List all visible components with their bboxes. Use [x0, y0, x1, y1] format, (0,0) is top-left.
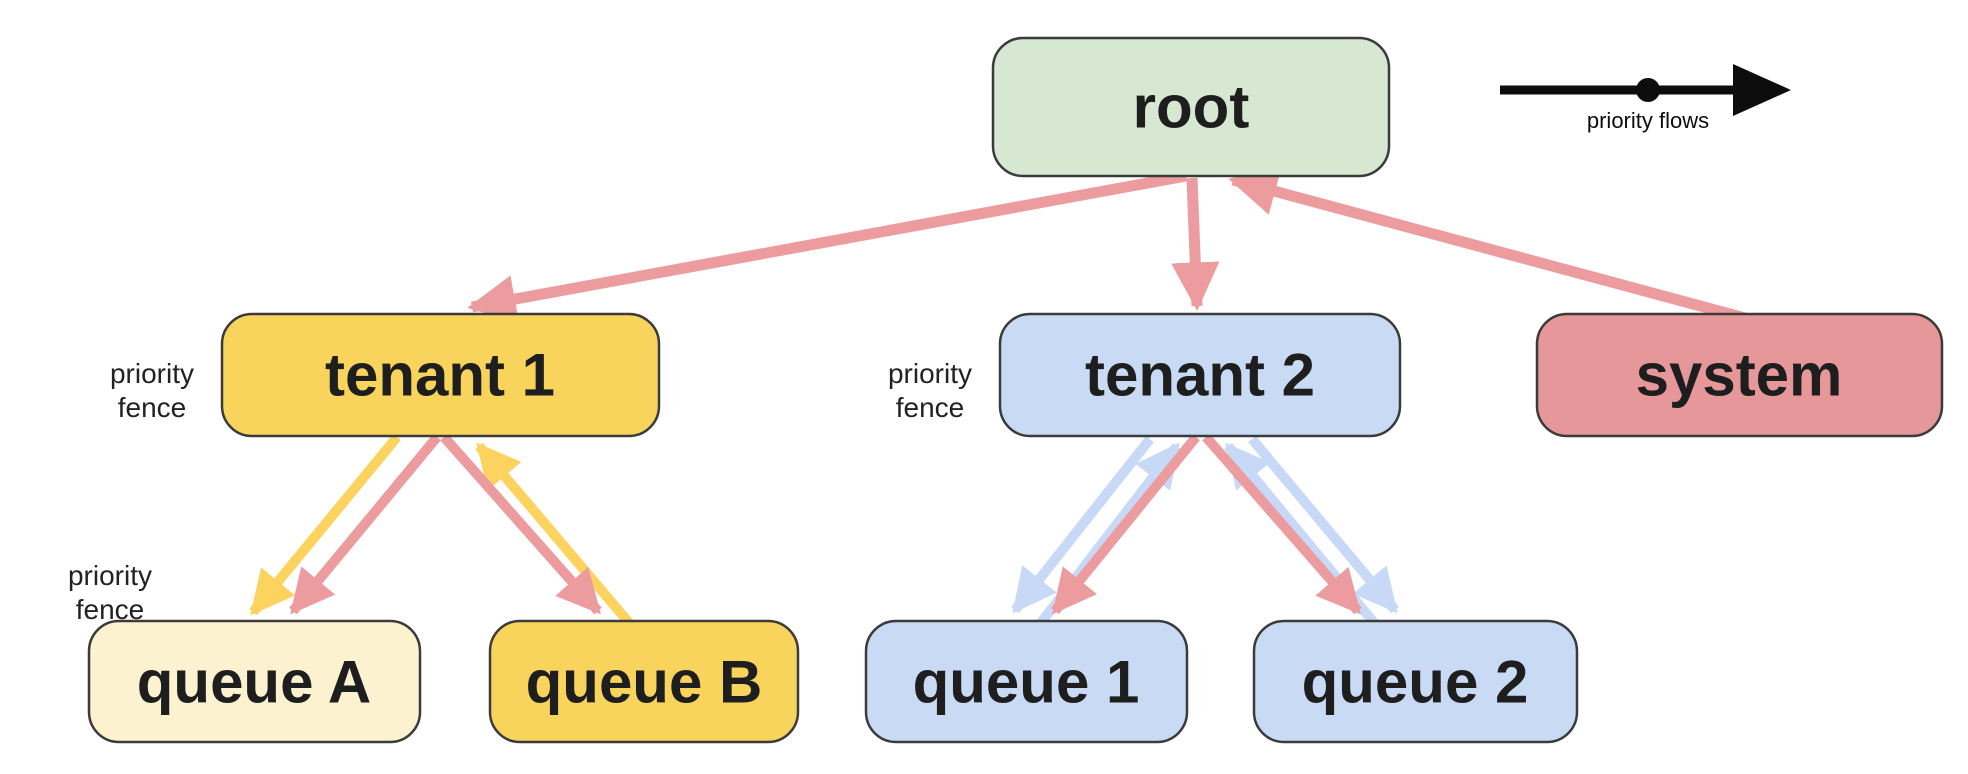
- legend-arrow-dot: [1636, 78, 1660, 102]
- fence-label-queueA-line1: priority: [68, 560, 152, 591]
- node-queueB: queue B: [488, 619, 800, 744]
- edge-tenant2-to-queue2-pink: [1202, 433, 1362, 615]
- node-queueB-box: [488, 619, 800, 744]
- edge-tenant1-to-queueB-pink: [440, 433, 602, 615]
- legend: priority flows: [1500, 64, 1791, 133]
- edge-queueB-to-tenant1-yellow: [475, 442, 634, 628]
- fence-label-tenant2-line2: fence: [896, 392, 965, 423]
- node-system-label: system: [1636, 342, 1843, 409]
- node-queueA-label: queue A: [137, 649, 371, 716]
- node-queueA: queue A: [87, 619, 422, 744]
- node-root-label: root: [1133, 74, 1250, 141]
- node-queue1-box: [864, 619, 1189, 744]
- node-tenant2: tenant 2: [998, 312, 1402, 438]
- edges-pink: [289, 167, 1747, 615]
- fence-label-tenant1-line1: priority: [110, 358, 194, 389]
- edge-root-to-tenant2-pink: [1171, 177, 1220, 311]
- fence-label-queueA: priority fence: [68, 560, 152, 625]
- edge-tenant2-to-queue2-blue: [1248, 435, 1399, 614]
- legend-arrowhead-icon: [1733, 64, 1791, 116]
- edge-tenant1-to-queueA-yellow: [249, 433, 401, 616]
- node-queue2-box: [1252, 619, 1579, 744]
- edge-system-to-root-pink: [1228, 167, 1747, 324]
- node-tenant1-label: tenant 1: [325, 342, 555, 409]
- edge-tenant2-to-queue1-blue: [1011, 435, 1154, 614]
- edge-queue2-to-tenant2-blue: [1224, 442, 1379, 628]
- node-tenant1-box: [220, 312, 661, 438]
- fence-label-tenant1-line2: fence: [118, 392, 187, 423]
- node-tenant2-label: tenant 2: [1085, 342, 1315, 409]
- node-tenant2-box: [998, 312, 1402, 438]
- node-system: system: [1535, 312, 1944, 438]
- node-queue1: queue 1: [864, 619, 1189, 744]
- fence-label-tenant1: priority fence: [110, 358, 194, 423]
- node-tenant1: tenant 1: [220, 312, 661, 438]
- node-root: root: [991, 36, 1391, 178]
- node-queueA-box: [87, 619, 422, 744]
- node-queue1-label: queue 1: [913, 649, 1140, 716]
- edge-root-to-tenant1-pink: [467, 170, 1187, 323]
- node-queue2: queue 2: [1252, 619, 1579, 744]
- edge-tenant2-to-queue1-pink: [1051, 433, 1200, 615]
- node-system-box: [1535, 312, 1944, 438]
- legend-label: priority flows: [1587, 108, 1709, 133]
- fence-label-queueA-line2: fence: [76, 594, 145, 625]
- edges-yellow: [249, 433, 634, 628]
- fence-label-tenant2: priority fence: [888, 358, 972, 423]
- fence-label-tenant2-line1: priority: [888, 358, 972, 389]
- node-queueB-label: queue B: [526, 649, 763, 716]
- node-root-box: [991, 36, 1391, 178]
- node-queue2-label: queue 2: [1302, 649, 1529, 716]
- edge-tenant1-to-queueA-pink: [289, 433, 441, 615]
